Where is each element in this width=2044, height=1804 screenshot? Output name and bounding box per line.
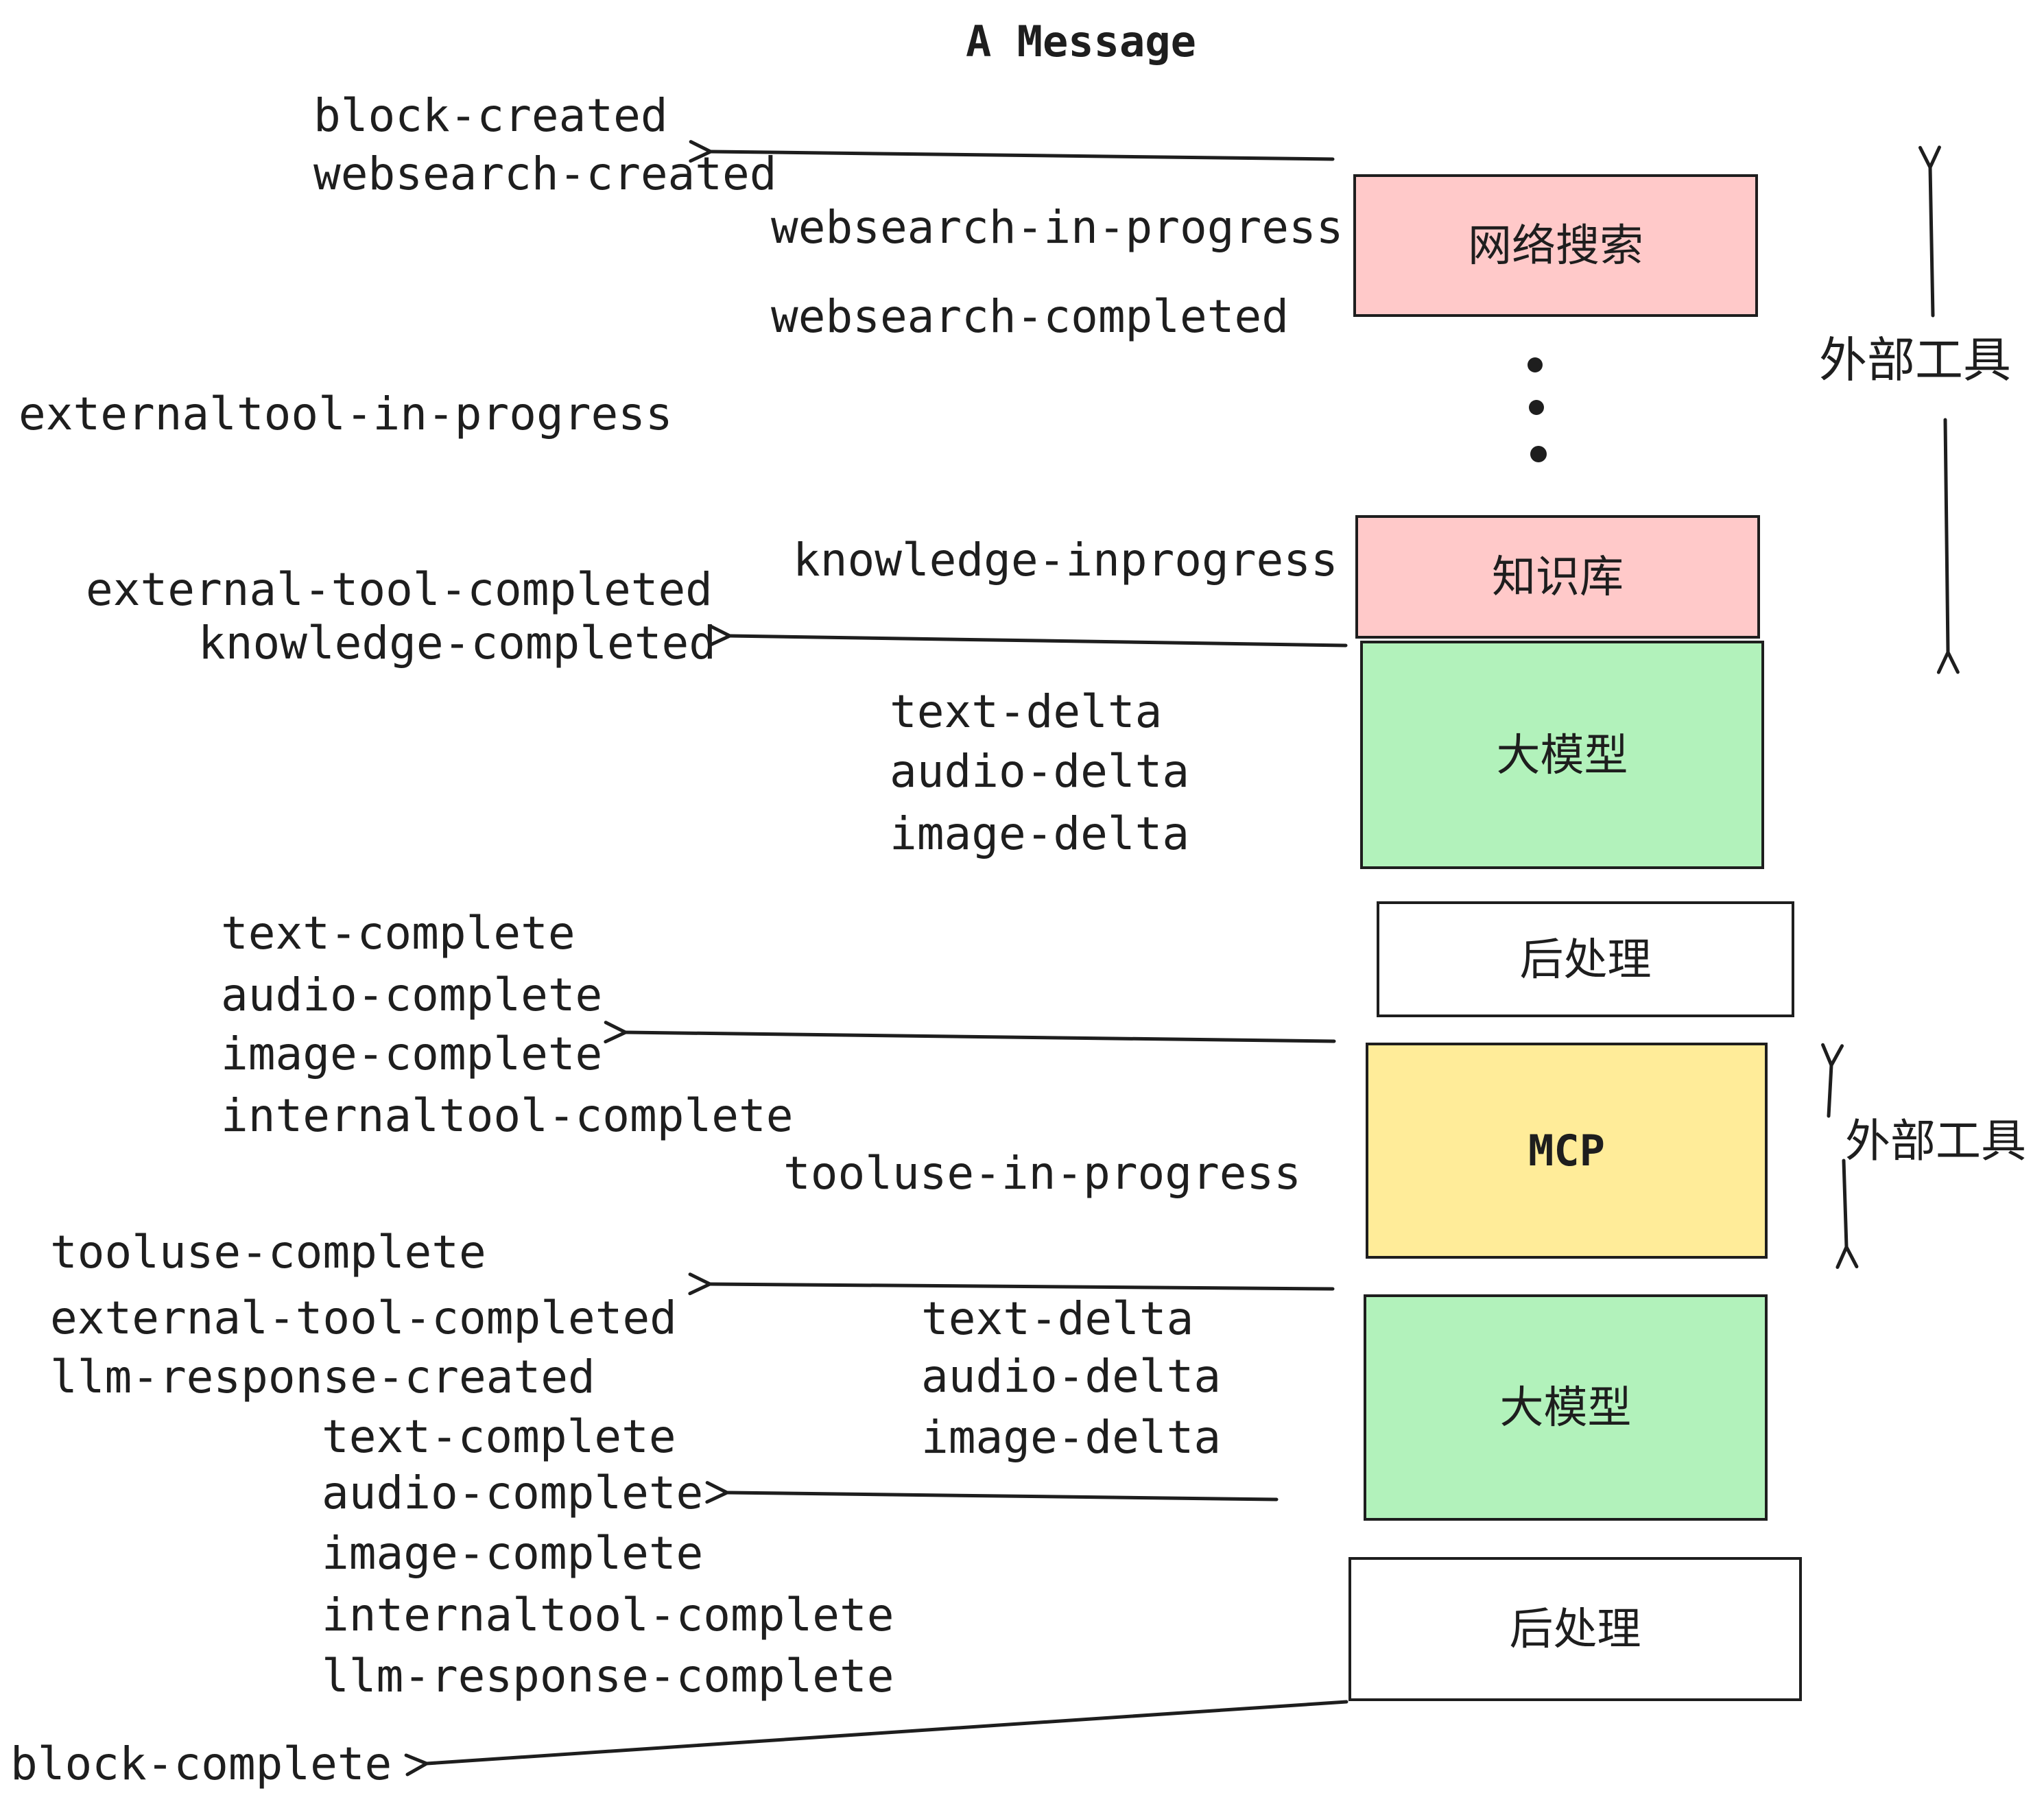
event-label: websearch-completed [771, 290, 1289, 343]
external-tools-label-1: 外部工具 [1819, 333, 2011, 387]
event-label: text-delta [890, 685, 1163, 738]
external-tools-down-arrow-1 [1936, 418, 1960, 674]
event-label: text-complete [221, 907, 575, 960]
box-knowledge-base-label: 知识库 [1492, 552, 1624, 602]
box-postprocess-2-label: 后处理 [1509, 1604, 1641, 1654]
ellipsis-dots [1528, 357, 1547, 462]
event-label: text-delta [921, 1292, 1194, 1345]
arrow-audio-complete [705, 1481, 1279, 1504]
box-mcp-label: MCP [1528, 1125, 1605, 1176]
event-label: knowledge-inprogress [793, 534, 1338, 586]
event-label: tooluse-in-progress [783, 1147, 1301, 1200]
box-websearch-label: 网络搜索 [1468, 221, 1643, 270]
external-tools-up-arrow-2 [1821, 1043, 1844, 1118]
event-label: internaltool-complete [221, 1089, 794, 1142]
event-label: llm-response-complete [322, 1650, 894, 1702]
arrow-tooluse-complete [688, 1272, 1335, 1296]
arrow-image-complete [604, 1021, 1336, 1044]
event-label: audio-delta [890, 745, 1190, 798]
arrow-block-created [689, 140, 1335, 163]
event-label: llm-response-created [50, 1351, 595, 1403]
event-label: externaltool-in-progress [19, 388, 673, 440]
box-websearch: 网络搜索 [1353, 174, 1758, 317]
arrow-knowledge-completed [708, 624, 1348, 648]
event-label: image-complete [322, 1527, 704, 1580]
event-label: image-delta [890, 807, 1190, 860]
event-label: knowledge-completed [198, 617, 716, 669]
event-label: block-created [313, 89, 668, 142]
external-tools-up-arrow-1 [1918, 145, 1941, 318]
event-label: image-delta [921, 1411, 1222, 1464]
box-knowledge-base: 知识库 [1355, 515, 1760, 639]
event-label: websearch-created [313, 147, 777, 200]
event-label: audio-complete [221, 969, 603, 1021]
external-tools-down-arrow-2 [1835, 1159, 1859, 1269]
page-title: A Message [966, 16, 1196, 67]
box-llm-2: 大模型 [1364, 1294, 1768, 1521]
event-label: external-tool-completed [86, 563, 713, 616]
event-label: image-complete [221, 1028, 603, 1080]
event-label: external-tool-completed [50, 1292, 677, 1344]
event-label: block-complete [10, 1737, 392, 1790]
box-postprocess-1-label: 后处理 [1519, 934, 1652, 984]
box-postprocess-2: 后处理 [1348, 1557, 1802, 1701]
event-label: websearch-in-progress [771, 201, 1344, 254]
arrow-block-complete [404, 1700, 1348, 1777]
event-label: internaltool-complete [322, 1589, 894, 1641]
box-postprocess-1: 后处理 [1377, 901, 1794, 1017]
event-label: audio-delta [921, 1350, 1222, 1403]
event-label: text-complete [322, 1410, 676, 1463]
external-tools-label-2: 外部工具 [1845, 1115, 2026, 1166]
box-llm-1: 大模型 [1360, 641, 1764, 869]
event-label: audio-complete [322, 1467, 704, 1519]
event-label: tooluse-complete [50, 1226, 486, 1279]
box-llm-1-label: 大模型 [1496, 730, 1628, 780]
box-llm-2-label: 大模型 [1499, 1383, 1632, 1432]
box-mcp: MCP [1366, 1043, 1768, 1259]
